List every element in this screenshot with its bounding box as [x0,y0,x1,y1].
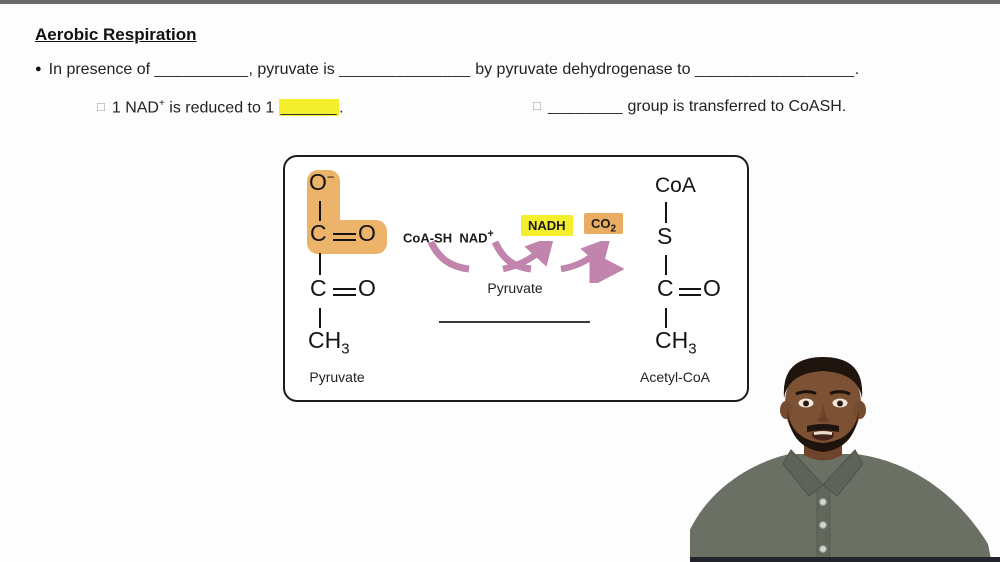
atom-ch-sub: 3 [341,340,350,358]
co2-text: CO [591,216,611,231]
atom-ch: CH [655,327,689,353]
reactants-label: CoA-SH NAD+ [403,228,494,245]
atom-ch-sub: 3 [688,340,697,358]
double-bond-line [333,288,356,290]
letterbox-bottom-bar [690,557,1000,562]
presenter-pupil [837,400,843,407]
highlighted-blank: ______ [278,99,340,117]
bullet-text-2: , pyruvate is [248,61,340,78]
presenter-ear [854,401,866,419]
shirt-button [819,498,827,506]
bullet-icon: ● [35,63,42,75]
bond-line [665,255,667,275]
atom-o-minus: O− [309,169,335,195]
shirt-button [819,545,827,553]
bullet-text-1: In presence of [48,61,155,78]
nad-plus-sup: + [487,228,494,240]
enzyme-name: Pyruvate [487,280,543,296]
carboxyl-highlight-horizontal [307,220,387,254]
blank-field-1: __________ [154,61,249,78]
atom-ch3: CH3 [308,327,350,357]
presenter-eyebrow [795,390,817,396]
shirt-collar-left [782,449,824,497]
blank-field-2: ______________ [339,61,471,78]
subpoint-nad-text-1: 1 NAD [111,99,159,117]
subpoint-group-text: group is transferred to CoASH. [623,98,847,115]
atom-ch: CH [308,327,342,353]
atom-ch3: CH3 [655,327,697,357]
blank-field-group: ________ [547,98,624,115]
atom-c: C [657,275,674,301]
bond-line [319,253,321,275]
reactants-text: CoA-SH NAD [403,230,488,246]
presenter-nostrils [817,417,829,423]
co2-badge: CO2 [584,213,624,235]
atom-o1: O [358,220,376,246]
checkbox-icon: □ [97,99,105,115]
reaction-arrow-icon [413,241,625,283]
presenter-pupil [803,400,809,407]
presenter-beard [787,408,859,452]
reaction-diagram-box: O− C O C O CH3 Pyruvate CoA-SH NAD+ NADH… [283,155,749,402]
subpoint-group: □ ________ group is transferred to CoASH. [533,98,846,116]
atom-coa: CoA [655,174,696,197]
shirt-collar-right [822,449,864,497]
presenter-video [690,357,992,562]
presenter-mustache [807,424,839,432]
atom-s: S [657,223,673,249]
bond-line [665,202,667,223]
presenter-eyebrow [829,390,851,396]
atom-o2: O [358,275,376,301]
nad-plus-sup: + [158,98,165,109]
double-bond-line [679,288,701,290]
double-bond-line [679,294,701,296]
presenter-teeth [814,431,832,435]
nadh-badge: NADH [521,215,573,236]
presenter-hair [783,357,863,398]
bond-line [319,308,321,328]
blank-field-3: _________________ [694,61,855,78]
bond-line [665,308,667,328]
letterbox-top-bar [0,0,1000,4]
bond-line [319,201,321,221]
atom-o: O [703,275,721,301]
presenter-ear [780,401,792,419]
subpoint-nad-text-3: . [339,99,344,117]
charge-minus: − [326,169,335,185]
presenter-nose [819,404,827,420]
bullet-line: ●In presence of __________, pyruvate is … [35,61,965,79]
atom-c2: C [310,275,327,301]
subpoint-nad-text-2: is reduced to 1 [164,99,279,117]
co2-sub: 2 [610,223,617,235]
shirt-button [819,521,827,529]
subpoint-nad: □ 1 NAD+ is reduced to 1 ______. [97,98,344,117]
double-bond-line [333,233,356,235]
bullet-text-4: . [854,61,860,78]
page-title: Aerobic Respiration [35,25,197,44]
enzyme-blank-line [439,321,590,323]
acetyl-coa-label: Acetyl-CoA [639,369,711,385]
presenter-shirt [690,454,992,562]
atom-c1: C [310,220,327,246]
bullet-text-3: by pyruvate dehydrogenase to [470,61,695,78]
double-bond-line [333,294,356,296]
double-bond-line [333,239,356,241]
atom-o-top: O [309,169,327,195]
checkbox-icon: □ [533,98,541,113]
pyruvate-label: Pyruvate [309,369,365,385]
